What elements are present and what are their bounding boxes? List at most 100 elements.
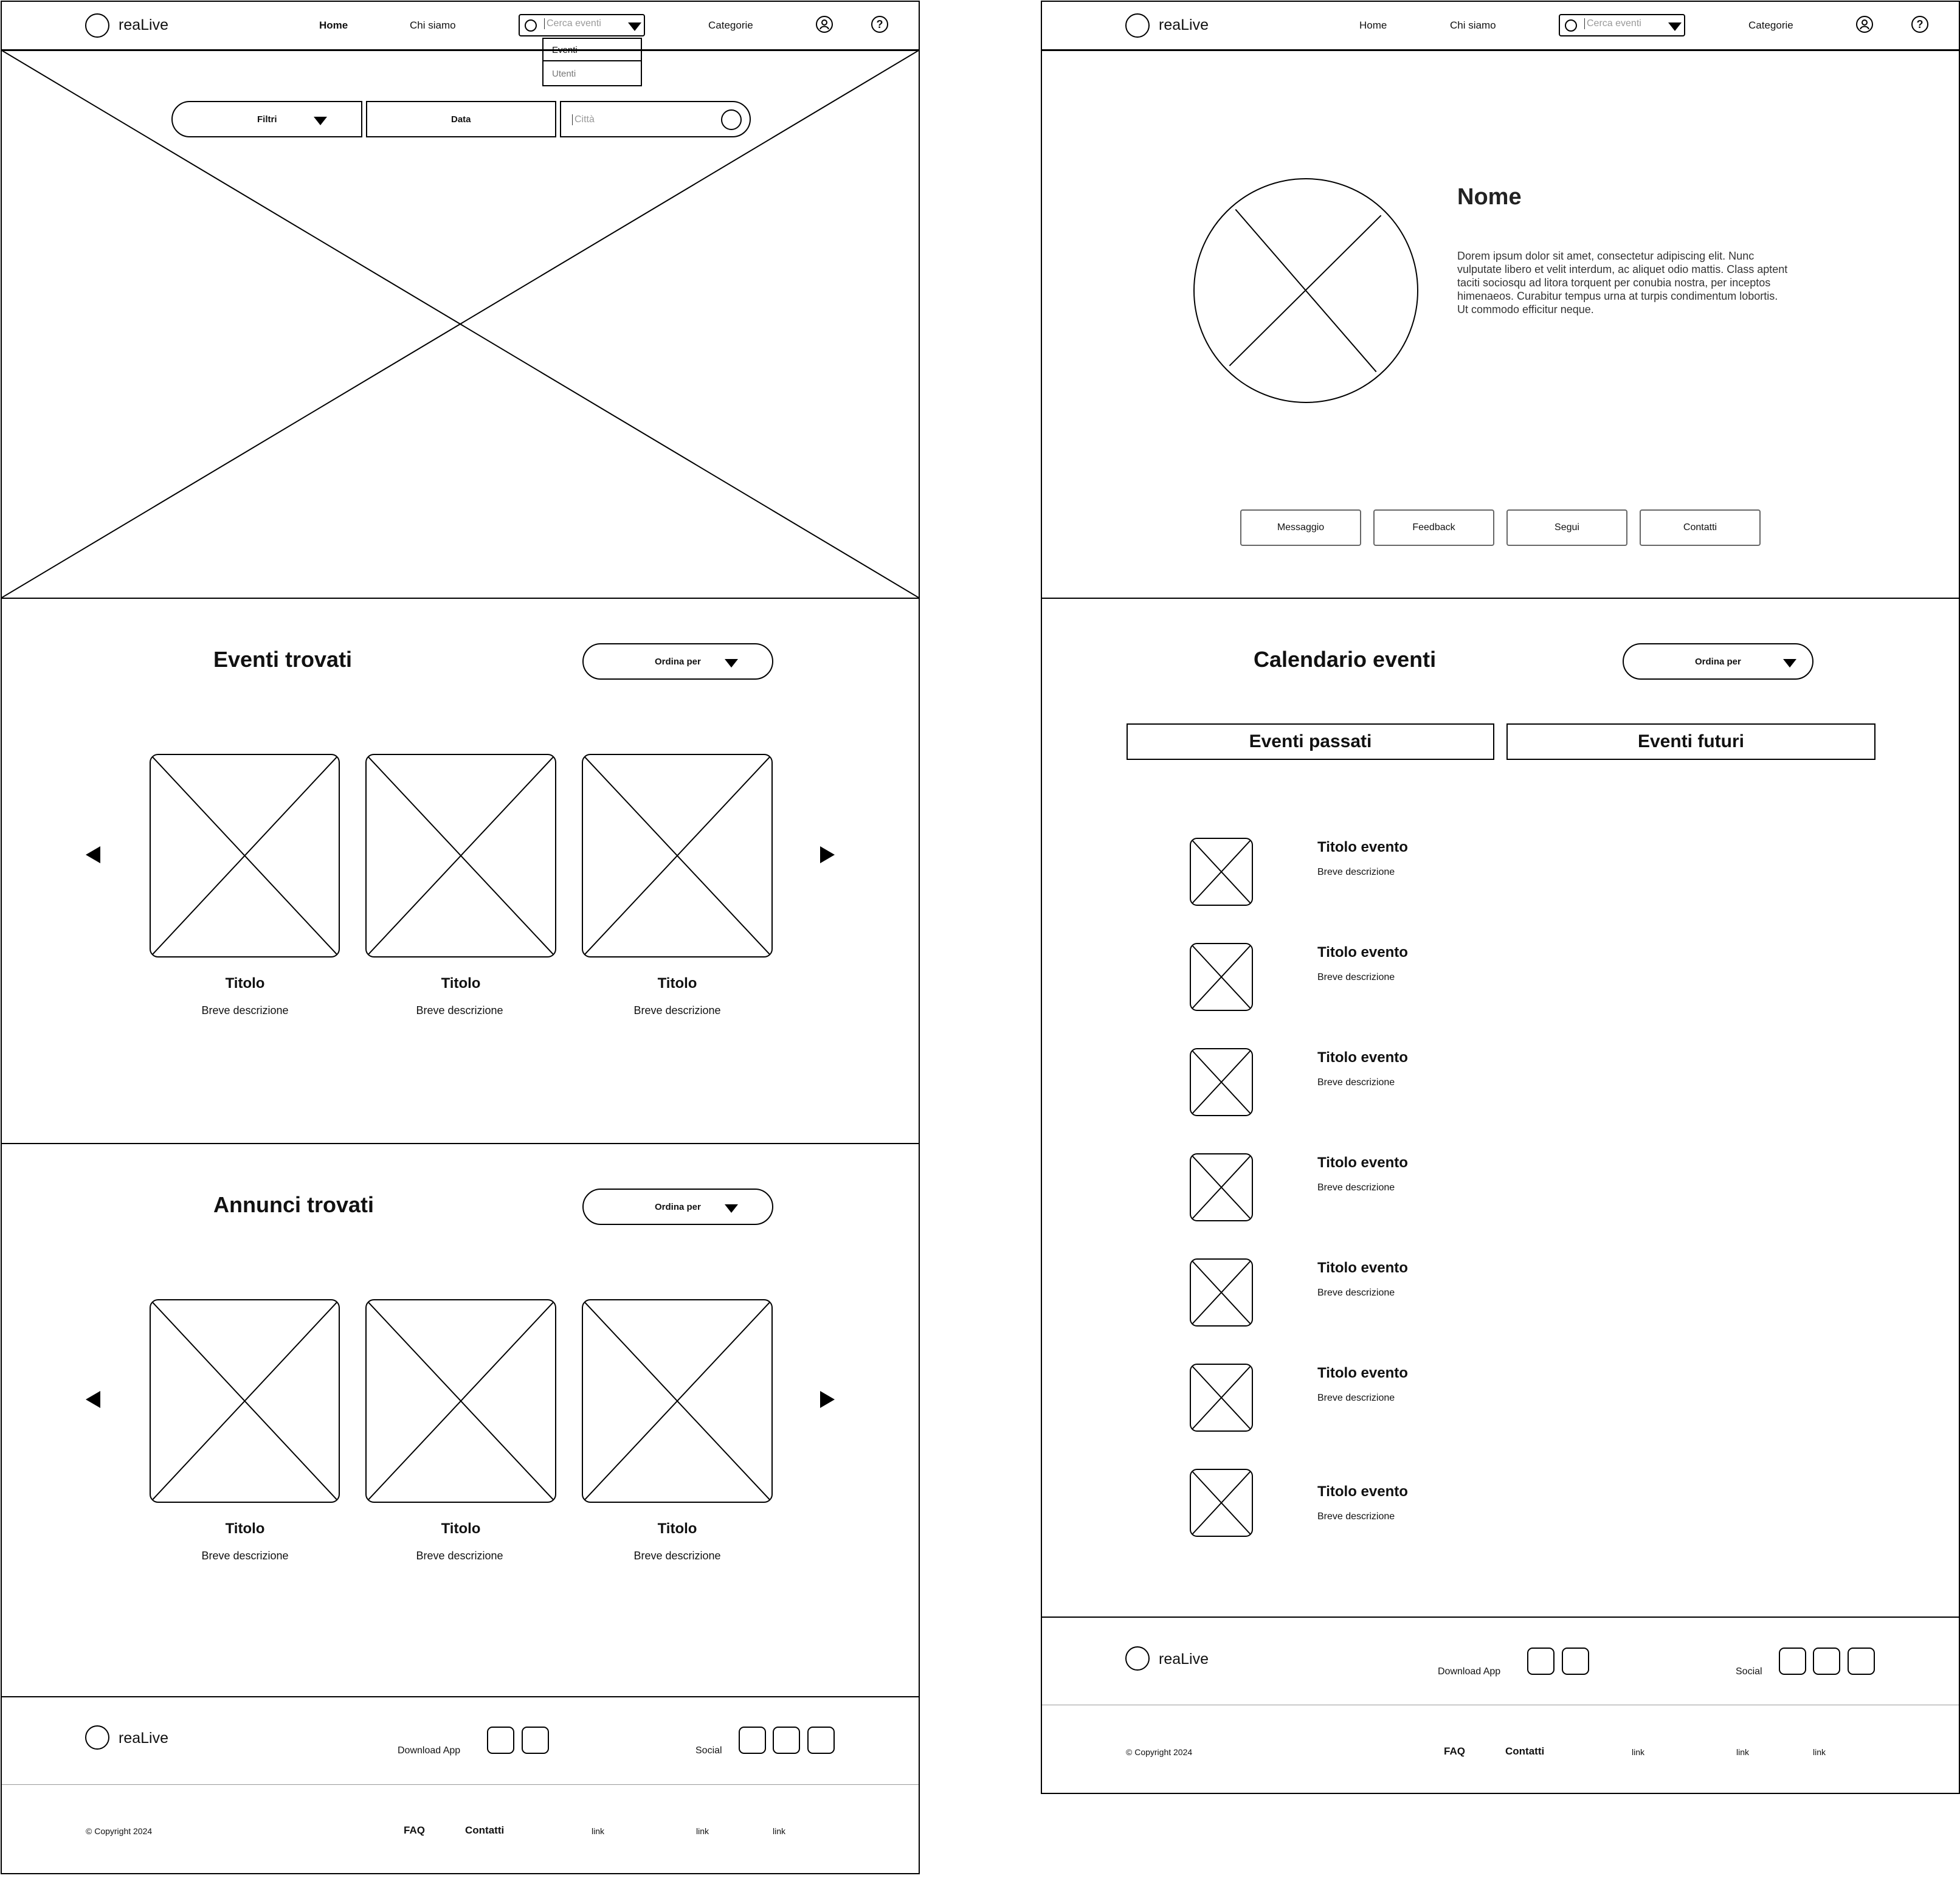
dropdown-item-utenti[interactable]: Utenti <box>552 69 576 79</box>
section-divider <box>1042 598 1959 599</box>
logo-icon[interactable] <box>85 13 109 38</box>
footer-link[interactable]: link <box>1813 1747 1826 1757</box>
event-card-title[interactable]: Titolo <box>441 975 481 992</box>
chevron-down-icon <box>725 659 738 668</box>
logo-text[interactable]: reaLive <box>1159 16 1209 33</box>
footer-link[interactable]: link <box>696 1826 709 1836</box>
user-icon[interactable] <box>816 16 833 33</box>
footer-link[interactable]: link <box>1632 1747 1645 1757</box>
chevron-down-icon[interactable] <box>628 22 641 31</box>
social-icon[interactable] <box>1848 1648 1875 1675</box>
footer-link[interactable]: link <box>1736 1747 1750 1757</box>
social-icon[interactable] <box>739 1727 766 1754</box>
follow-button[interactable]: Segui <box>1506 509 1627 546</box>
nav-about[interactable]: Chi siamo <box>410 19 456 31</box>
nav-home[interactable]: Home <box>319 19 348 31</box>
ad-card-desc: Breve descrizione <box>633 1550 721 1562</box>
filters-dropdown[interactable]: Filtri <box>171 101 362 137</box>
faq-link[interactable]: FAQ <box>1444 1745 1465 1757</box>
nav-home[interactable]: Home <box>1359 19 1387 31</box>
tab-past-events[interactable]: Eventi passati <box>1127 723 1494 760</box>
feedback-button[interactable]: Feedback <box>1373 509 1494 546</box>
tab-future-events[interactable]: Eventi futuri <box>1506 723 1875 760</box>
ad-card-image[interactable] <box>582 1299 773 1503</box>
carousel-next-icon[interactable] <box>820 1391 835 1408</box>
carousel-prev-icon[interactable] <box>86 1391 100 1408</box>
event-desc: Breve descrizione <box>1317 867 1395 877</box>
nav-about[interactable]: Chi siamo <box>1450 19 1496 31</box>
nav-categories[interactable]: Categorie <box>1748 19 1793 31</box>
event-title[interactable]: Titolo evento <box>1317 1260 1408 1276</box>
search-icon[interactable] <box>721 109 742 130</box>
social-icon[interactable] <box>1813 1648 1840 1675</box>
event-thumbnail[interactable] <box>1190 1258 1253 1327</box>
search-input[interactable]: Cerca eventi <box>1559 14 1685 36</box>
footer-logo-text[interactable]: reaLive <box>119 1730 168 1747</box>
footer-logo-text[interactable]: reaLive <box>1159 1651 1209 1668</box>
logo-icon[interactable] <box>1125 1646 1150 1671</box>
faq-link[interactable]: FAQ <box>404 1824 425 1836</box>
sort-dropdown[interactable]: Ordina per <box>582 1189 773 1225</box>
social-icon[interactable] <box>773 1727 800 1754</box>
carousel-prev-icon[interactable] <box>86 846 100 863</box>
event-card-image[interactable] <box>582 754 773 958</box>
help-icon[interactable]: ? <box>871 16 888 33</box>
logo-text[interactable]: reaLive <box>119 16 168 33</box>
event-desc: Breve descrizione <box>1317 1393 1395 1403</box>
event-title[interactable]: Titolo evento <box>1317 1049 1408 1066</box>
app-store-icon[interactable] <box>1527 1648 1555 1675</box>
nav-categories[interactable]: Categorie <box>708 19 753 31</box>
logo-icon[interactable] <box>85 1725 109 1750</box>
city-input[interactable]: Città <box>560 101 751 137</box>
event-thumbnail[interactable] <box>1190 1153 1253 1221</box>
chevron-down-icon[interactable] <box>1668 22 1682 31</box>
event-title[interactable]: Titolo evento <box>1317 1483 1408 1500</box>
filters-label: Filtri <box>257 114 277 125</box>
event-thumbnail[interactable] <box>1190 943 1253 1011</box>
event-title[interactable]: Titolo evento <box>1317 1154 1408 1171</box>
sort-dropdown[interactable]: Ordina per <box>582 643 773 680</box>
app-store-icon[interactable] <box>487 1727 514 1754</box>
download-app-label: Download App <box>398 1745 461 1756</box>
sort-dropdown[interactable]: Ordina per <box>1623 643 1813 680</box>
date-picker[interactable]: Data <box>366 101 556 137</box>
ad-card-title[interactable]: Titolo <box>225 1520 265 1537</box>
event-card-desc: Breve descrizione <box>201 1004 289 1016</box>
play-store-icon[interactable] <box>522 1727 549 1754</box>
contacts-link[interactable]: Contatti <box>1505 1745 1545 1757</box>
event-card-title[interactable]: Titolo <box>657 975 697 992</box>
event-title[interactable]: Titolo evento <box>1317 839 1408 855</box>
event-title[interactable]: Titolo evento <box>1317 944 1408 961</box>
search-input[interactable]: Cerca eventi <box>519 14 645 36</box>
ad-card-image[interactable] <box>150 1299 340 1503</box>
logo-icon[interactable] <box>1125 13 1150 38</box>
footer-link[interactable]: link <box>592 1826 605 1836</box>
message-button[interactable]: Messaggio <box>1240 509 1361 546</box>
ad-card-title[interactable]: Titolo <box>657 1520 697 1537</box>
ad-card-image[interactable] <box>365 1299 556 1503</box>
ads-section-title: Annunci trovati <box>213 1192 374 1217</box>
event-thumbnail[interactable] <box>1190 838 1253 906</box>
social-icon[interactable] <box>807 1727 835 1754</box>
contacts-link[interactable]: Contatti <box>465 1824 505 1836</box>
event-card-title[interactable]: Titolo <box>225 975 265 992</box>
contacts-button[interactable]: Contatti <box>1640 509 1761 546</box>
ad-card-title[interactable]: Titolo <box>441 1520 481 1537</box>
search-placeholder: Cerca eventi <box>544 18 601 29</box>
social-icon[interactable] <box>1779 1648 1806 1675</box>
event-thumbnail[interactable] <box>1190 1048 1253 1116</box>
sort-label: Ordina per <box>1695 657 1741 667</box>
chevron-down-icon <box>314 117 327 125</box>
user-icon[interactable] <box>1856 16 1873 33</box>
play-store-icon[interactable] <box>1562 1648 1589 1675</box>
event-thumbnail[interactable] <box>1190 1469 1253 1537</box>
event-desc: Breve descrizione <box>1317 1182 1395 1193</box>
event-title[interactable]: Titolo evento <box>1317 1365 1408 1381</box>
help-icon[interactable]: ? <box>1911 16 1928 33</box>
footer-divider <box>1042 1617 1959 1618</box>
carousel-next-icon[interactable] <box>820 846 835 863</box>
event-card-image[interactable] <box>365 754 556 958</box>
footer-link[interactable]: link <box>773 1826 786 1836</box>
event-card-image[interactable] <box>150 754 340 958</box>
event-thumbnail[interactable] <box>1190 1364 1253 1432</box>
